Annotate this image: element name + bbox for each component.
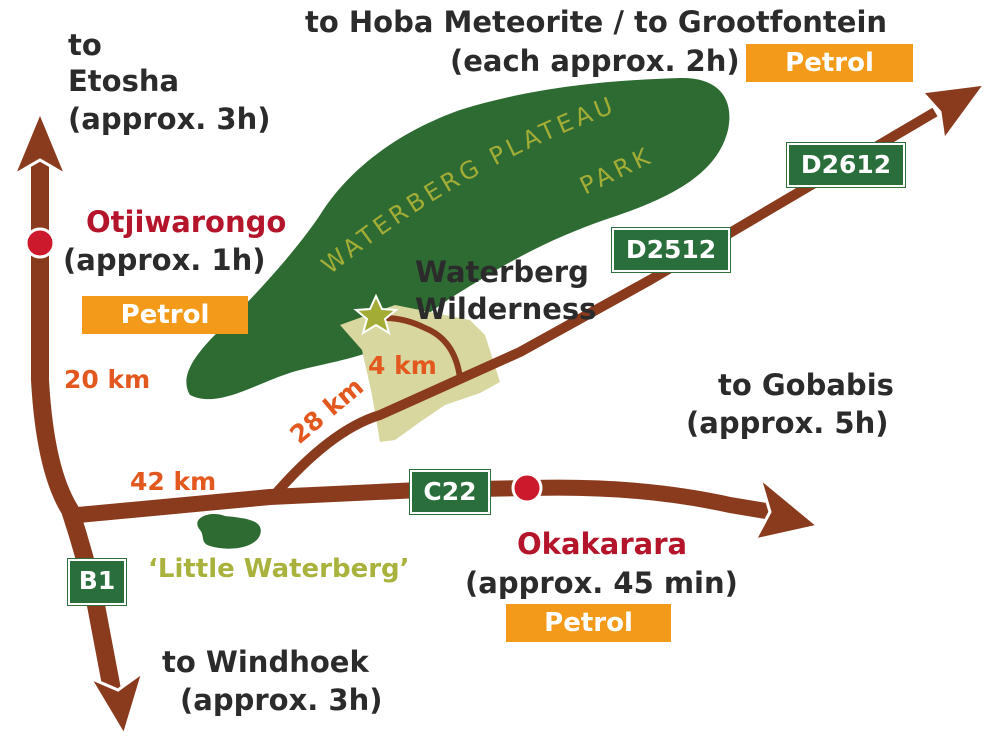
lodge-name-line1: Waterberg (415, 255, 589, 289)
okakarara-dot (511, 472, 543, 504)
road-sign-c22: C22 (409, 469, 491, 515)
waterberg-wilderness-area (340, 305, 500, 442)
d2512-d2612-road (268, 107, 938, 502)
lodge-name-line2: Wilderness (415, 292, 597, 326)
okakarara-time: (approx. 45 min) (465, 566, 738, 600)
otjiwarongo-name: Otjiwarongo (86, 205, 287, 239)
road-sign-b1: B1 (67, 558, 127, 606)
little-waterberg-hill (197, 513, 261, 549)
otjiwarongo-time: (approx. 1h) (63, 243, 266, 277)
hoba-label: to Hoba Meteorite / to Grootfontein (305, 5, 888, 39)
waterberg-wilderness-star-icon (353, 293, 399, 336)
etosha-label-to: to (68, 28, 102, 62)
waterberg-plateau-park-area (186, 77, 730, 400)
okakarara-petrol-badge: Petrol (506, 604, 671, 642)
etosha-label-name: Etosha (68, 64, 180, 98)
distance-42km: 42 km (130, 467, 217, 496)
road-sign-d2512: D2512 (611, 227, 731, 273)
hoba-label-time: (each approx. 2h) (450, 44, 740, 78)
hoba-petrol-badge: Petrol (746, 44, 913, 82)
road-sign-d2612: D2612 (786, 142, 906, 188)
etosha-label-time: (approx. 3h) (68, 102, 271, 136)
gobabis-label: to Gobabis (718, 368, 894, 402)
lodge-access-road (384, 315, 463, 379)
distance-4km: 4 km (368, 351, 437, 380)
distance-20km: 20 km (64, 365, 151, 394)
otjiwarongo-dot (24, 227, 56, 259)
okakarara-name: Okakarara (517, 527, 688, 561)
gobabis-label-time: (approx. 5h) (686, 406, 889, 440)
d2612-arrowhead (918, 82, 989, 144)
windhoek-label-time: (approx. 3h) (180, 683, 383, 717)
windhoek-label: to Windhoek (162, 645, 369, 679)
little-waterberg-label: ‘Little Waterberg’ (148, 554, 410, 584)
otjiwarongo-petrol-badge: Petrol (82, 296, 248, 334)
b1-north-arrowhead (10, 108, 70, 179)
c22-arrowhead (752, 473, 822, 543)
b1-south-arrowhead (86, 668, 146, 739)
